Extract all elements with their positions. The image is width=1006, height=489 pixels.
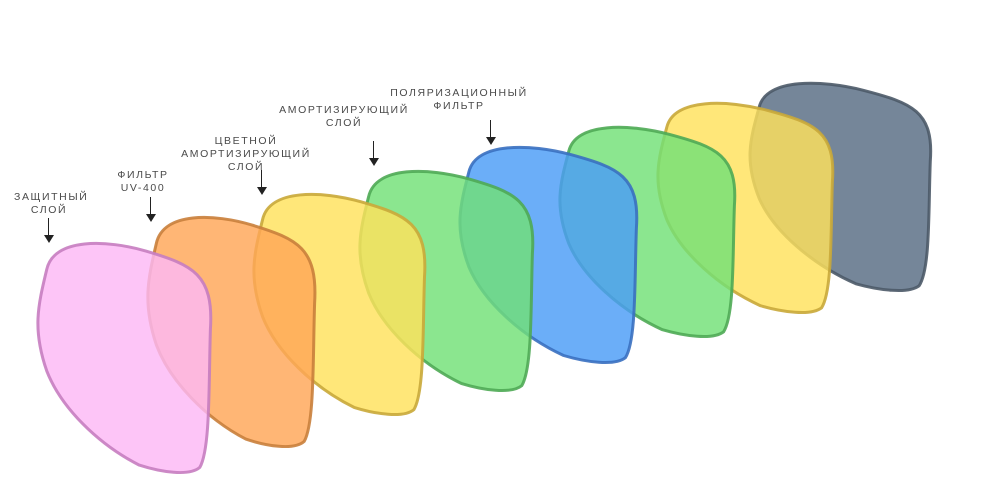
arrow-polarized xyxy=(486,120,496,146)
arrow-color-shock xyxy=(257,170,267,196)
arrow-protective xyxy=(44,218,54,244)
arrow-uv400 xyxy=(146,197,156,223)
arrow-shock xyxy=(369,141,379,167)
lens-protective xyxy=(36,241,213,474)
